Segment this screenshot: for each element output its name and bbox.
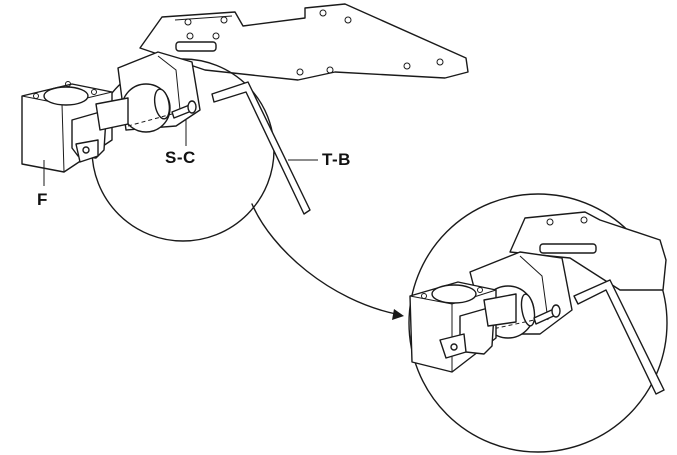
detail-clamp-block — [409, 281, 517, 373]
t-bar-tool — [211, 81, 311, 215]
label-tb: T-B — [322, 150, 351, 169]
detail-t-bar — [573, 279, 665, 395]
clamp-block — [21, 81, 129, 173]
zoom-arrow-head — [392, 309, 404, 320]
label-f: F — [37, 190, 48, 209]
label-sc: S-C — [165, 148, 196, 167]
zoom-arrow — [251, 203, 397, 315]
bracket-arm — [117, 51, 201, 133]
screw-sc — [127, 100, 197, 127]
mounting-plate — [139, 3, 469, 81]
